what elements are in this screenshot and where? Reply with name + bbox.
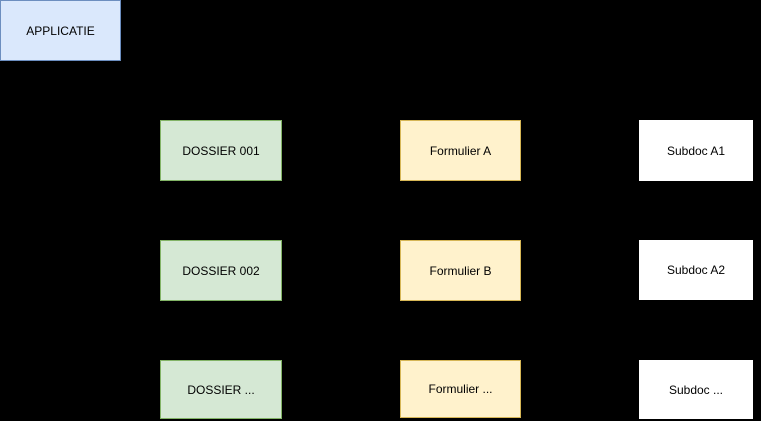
node-dossier-more: DOSSIER ... [160, 360, 282, 419]
node-subdoc-a1: Subdoc A1 [639, 120, 753, 181]
node-subdoc-more: Subdoc ... [639, 360, 753, 419]
node-dossier-001: DOSSIER 001 [160, 120, 282, 181]
node-subdoc-a2: Subdoc A2 [639, 240, 753, 300]
node-formulier-b: Formulier B [400, 240, 521, 301]
node-formulier-a: Formulier A [400, 120, 521, 181]
node-formulier-more: Formulier ... [400, 360, 521, 418]
node-applicatie: APPLICATIE [0, 0, 121, 61]
node-dossier-002: DOSSIER 002 [160, 240, 282, 301]
